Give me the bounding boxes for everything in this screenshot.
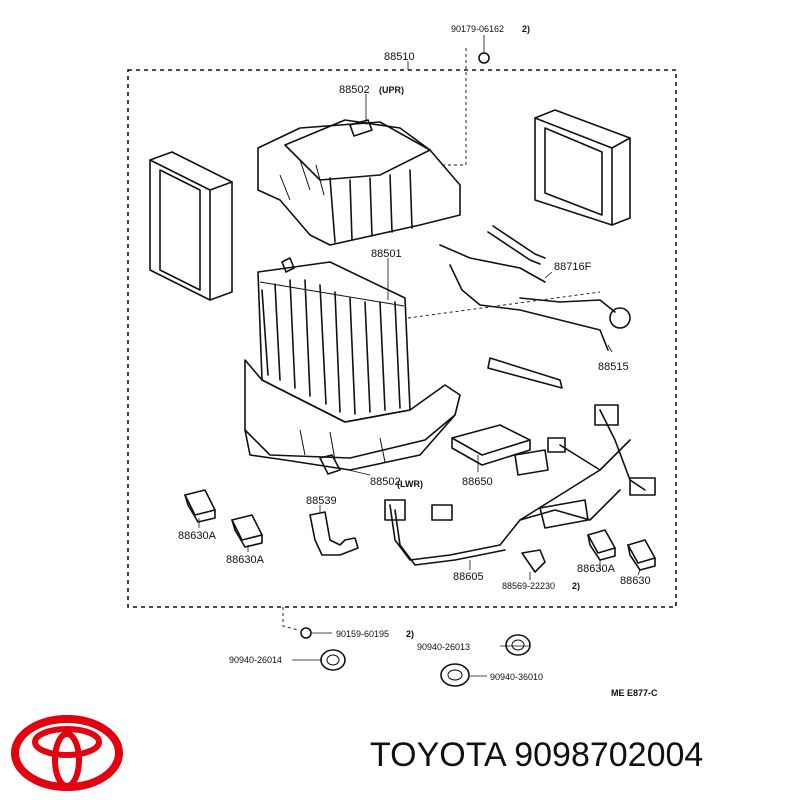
screw-top: [478, 52, 490, 64]
label-lwr: (LWR): [397, 479, 423, 489]
evaporator-core: [257, 257, 411, 423]
label-88630a-left-1: 88630A: [178, 530, 217, 542]
label-88605: 88605: [453, 571, 484, 583]
clip: [521, 549, 546, 573]
assembly-boundary: [127, 48, 677, 631]
right-filter-frame: [534, 109, 631, 226]
label-note-bottom: 2): [406, 629, 414, 639]
screw-bottom: [300, 627, 312, 639]
label-90940-26013: 90940-26013: [417, 642, 470, 652]
label-note-mid: 2): [572, 581, 580, 591]
label-90179-06162: 90179-06162: [451, 24, 504, 34]
label-note-top: 2): [522, 24, 530, 34]
resistor: [451, 424, 549, 476]
label-diagram-code: ME E877-C: [611, 688, 658, 698]
relay-left-1: [184, 489, 216, 523]
wire-harness: [384, 404, 656, 566]
label-88515: 88515: [598, 361, 629, 373]
label-90940-26014: 90940-26014: [229, 655, 282, 665]
label-88502-upper: 88502: [339, 84, 370, 96]
toyota-logo: [11, 715, 123, 791]
label-88650: 88650: [462, 476, 493, 488]
brand-part-number: TOYOTA 9098702004: [370, 736, 704, 774]
label-88630: 88630: [620, 575, 651, 587]
relay-right-2: [627, 539, 656, 571]
grommet-26013: [505, 634, 531, 656]
left-filter-frame: [149, 151, 233, 301]
relay-right-1: [587, 529, 616, 561]
lower-case: [244, 359, 461, 475]
label-90940-36010: 90940-36010: [490, 672, 543, 682]
grommet-36010: [440, 663, 470, 687]
drain-hose: [309, 511, 359, 556]
leader-lines: [198, 35, 641, 677]
label-88716f: 88716F: [554, 261, 592, 273]
label-88569-22230: 88569-22230: [502, 581, 555, 591]
label-88539: 88539: [306, 495, 337, 507]
relay-left-2: [231, 514, 263, 548]
grommet-26014: [320, 649, 346, 671]
label-90159-60195: 90159-60195: [336, 629, 389, 639]
label-88630a-left-2: 88630A: [226, 554, 265, 566]
pipe-assembly: [439, 225, 631, 389]
label-88510: 88510: [384, 51, 415, 63]
part-labels: 90179-06162 2) 88510 88502 (UPR) 88501 8…: [178, 24, 658, 698]
label-88501: 88501: [371, 248, 402, 260]
upper-case: [257, 119, 461, 246]
label-upr: (UPR): [379, 85, 404, 95]
label-88502-lower: 88502: [370, 476, 401, 488]
label-88630a-right: 88630A: [577, 563, 616, 575]
